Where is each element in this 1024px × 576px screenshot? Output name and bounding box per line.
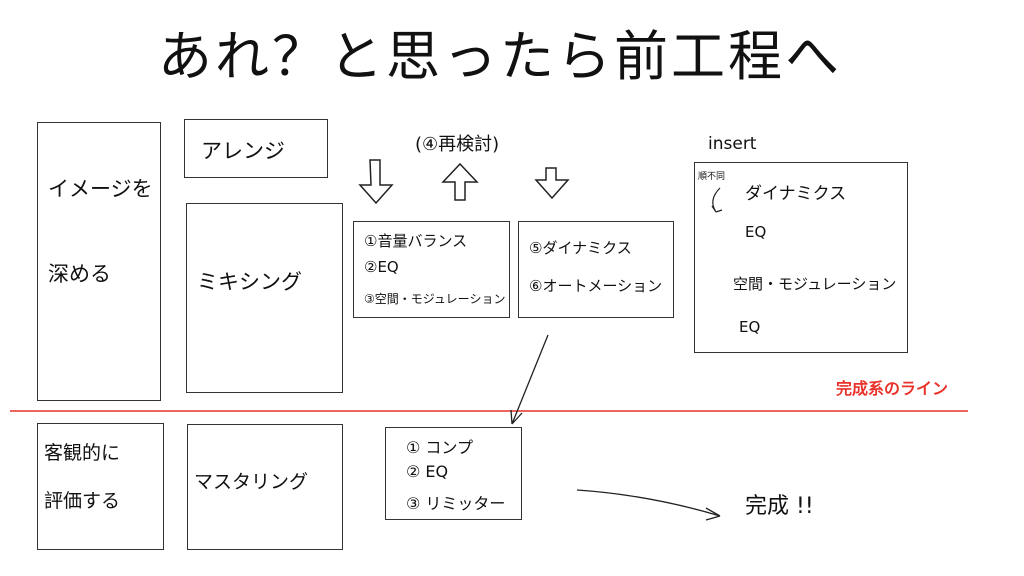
stage-image-box: イメージを 深める [37,122,161,401]
reconsider-label: (④再検討) [415,134,500,155]
stage-mastering-label: マスタリング [194,471,309,493]
done-label: 完成 !! [745,494,814,519]
mix-step: ①音量バランス [364,232,468,250]
flow-arrow-icon [510,334,549,425]
mix-steps-b-box: ⑤ダイナミクス ⑥オートメーション [518,221,674,318]
stage-mastering-box: マスタリング [187,424,343,550]
insert-note: 順不同 [698,172,726,182]
mastering-step: ③ リミッター [406,494,506,513]
mix-steps-a-box: ①音量バランス ②EQ ③空間・モジュレーション [353,221,510,318]
insert-label: insert [708,134,757,154]
swap-arrow-icon [711,187,723,213]
mastering-steps-box: ① コンプ ② EQ ③ リミッター [385,427,522,520]
stage-mixing-label: ミキシング [197,270,302,294]
mix-step: ③空間・モジュレーション [364,292,506,306]
mix-step: ⑤ダイナミクス [529,239,632,257]
stage-image-line2: 深める [48,262,111,286]
stage-arrange-box: アレンジ [184,119,328,178]
insert-item: 空間・モジュレーション [733,275,897,293]
down-arrow-icon [534,167,570,200]
stage-arrange-label: アレンジ [201,139,285,163]
insert-box: 順不同 ダイナミクス EQ 空間・モジュレーション EQ [694,162,908,353]
mastering-step: ② EQ [406,462,449,481]
mix-step: ⑥オートメーション [529,277,663,295]
up-arrow-icon [441,162,479,201]
stage-evaluate-box: 客観的に 評価する [37,423,164,550]
slide-title: あれ？と思ったら前工程へ [158,25,842,88]
stage-evaluate-line1: 客観的に [44,442,121,464]
stage-image-line1: イメージを [48,177,153,201]
completion-line-label: 完成系のライン [836,379,949,398]
mix-step: ②EQ [364,258,399,276]
mastering-step: ① コンプ [406,438,473,457]
insert-item: EQ [745,223,767,241]
down-arrow-icon [358,159,394,205]
insert-item: EQ [739,318,761,336]
flow-arrow-icon [576,489,721,521]
stage-mixing-box: ミキシング [186,203,343,393]
insert-item: ダイナミクス [745,184,847,204]
stage-evaluate-line2: 評価する [44,490,121,512]
